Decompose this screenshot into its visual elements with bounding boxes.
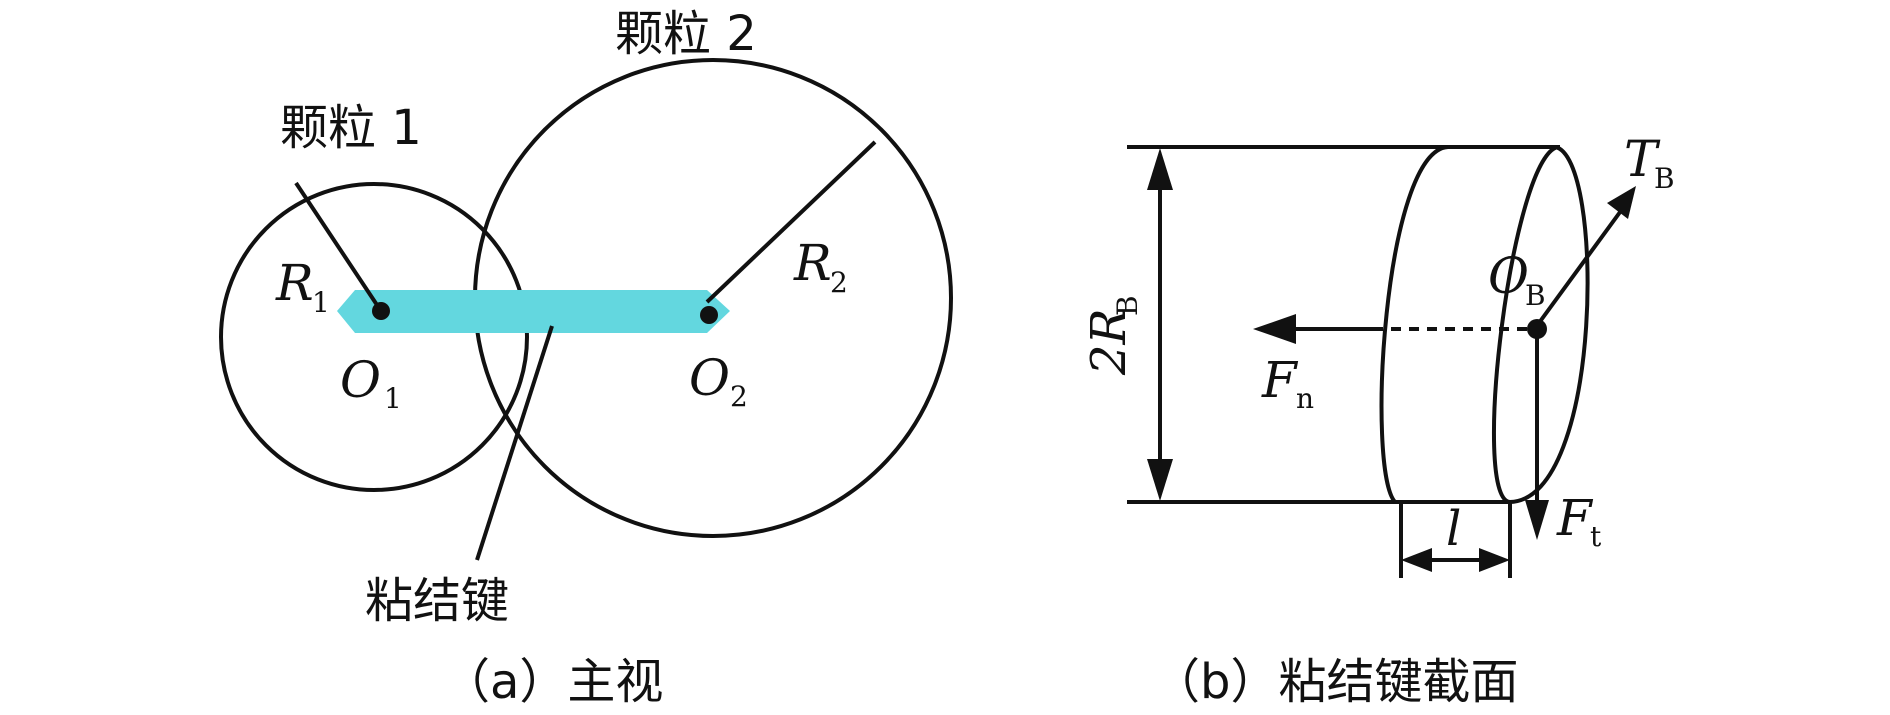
svg-text:n: n (1296, 382, 1314, 415)
svg-text:1: 1 (312, 286, 330, 319)
ft-arrow-head (1525, 500, 1549, 540)
panel-a: 颗粒 1 颗粒 2 R 1 R 2 O 1 O 2 粘结键 （a）主视 (219, 6, 953, 710)
svg-text:B: B (1525, 279, 1546, 312)
svg-text:B: B (1111, 295, 1144, 316)
bond-leader-line (475, 325, 554, 561)
center-o1-label: O 1 (340, 351, 402, 415)
svg-text:1: 1 (384, 382, 402, 415)
svg-text:2: 2 (730, 380, 748, 413)
particle-1-label: 颗粒 1 (280, 100, 422, 156)
svg-text:t: t (1590, 520, 1602, 553)
length-arrow-right (1479, 548, 1510, 572)
radius-2-line (705, 140, 877, 304)
svg-text:F: F (1261, 351, 1299, 409)
svg-text:2: 2 (830, 266, 848, 299)
ob-label: O B (1488, 247, 1546, 312)
bond-shape (337, 290, 730, 333)
panel-b: 2R B T B O B F n F t l （b）粘结键截面 (1081, 130, 1675, 710)
bond-left-arc (1379, 145, 1449, 504)
svg-text:O: O (340, 351, 381, 409)
bond-front-face (1509, 145, 1590, 504)
svg-text:T: T (1624, 130, 1661, 188)
diameter-arrow-top (1147, 148, 1173, 190)
bond-label: 粘结键 (365, 573, 509, 629)
ft-label: F t (1556, 489, 1602, 553)
length-arrow-left (1401, 548, 1432, 572)
length-label: l (1446, 501, 1461, 557)
tb-arrow-head (1607, 186, 1636, 219)
panel-a-caption: （a）主视 (442, 654, 663, 710)
fn-arrow-head (1253, 314, 1296, 344)
radius-1-label: R 1 (275, 254, 330, 319)
radius-1-line (294, 181, 383, 313)
radius-2-label: R 2 (793, 234, 848, 299)
center-ob-dot (1527, 319, 1547, 339)
center-o1-dot (372, 302, 390, 320)
svg-text:F: F (1556, 489, 1594, 547)
svg-text:O: O (689, 349, 730, 407)
svg-text:2R: 2R (1081, 308, 1137, 376)
bond-back-face-outer (1491, 145, 1559, 504)
diameter-label: 2R B (1081, 295, 1144, 376)
svg-text:O: O (1488, 247, 1529, 305)
tb-label: T B (1624, 130, 1675, 195)
center-o2-dot (700, 306, 718, 324)
center-o2-label: O 2 (689, 349, 748, 413)
diameter-arrow-bottom (1147, 459, 1173, 501)
particle-2-label: 颗粒 2 (615, 6, 757, 62)
svg-text:R: R (793, 234, 832, 292)
panel-b-caption: （b）粘结键截面 (1152, 654, 1518, 710)
svg-text:B: B (1654, 162, 1675, 195)
svg-text:R: R (275, 254, 314, 312)
tb-arrow-line (1534, 206, 1625, 329)
fn-label: F n (1261, 351, 1314, 415)
particle-1-circle (219, 182, 529, 492)
